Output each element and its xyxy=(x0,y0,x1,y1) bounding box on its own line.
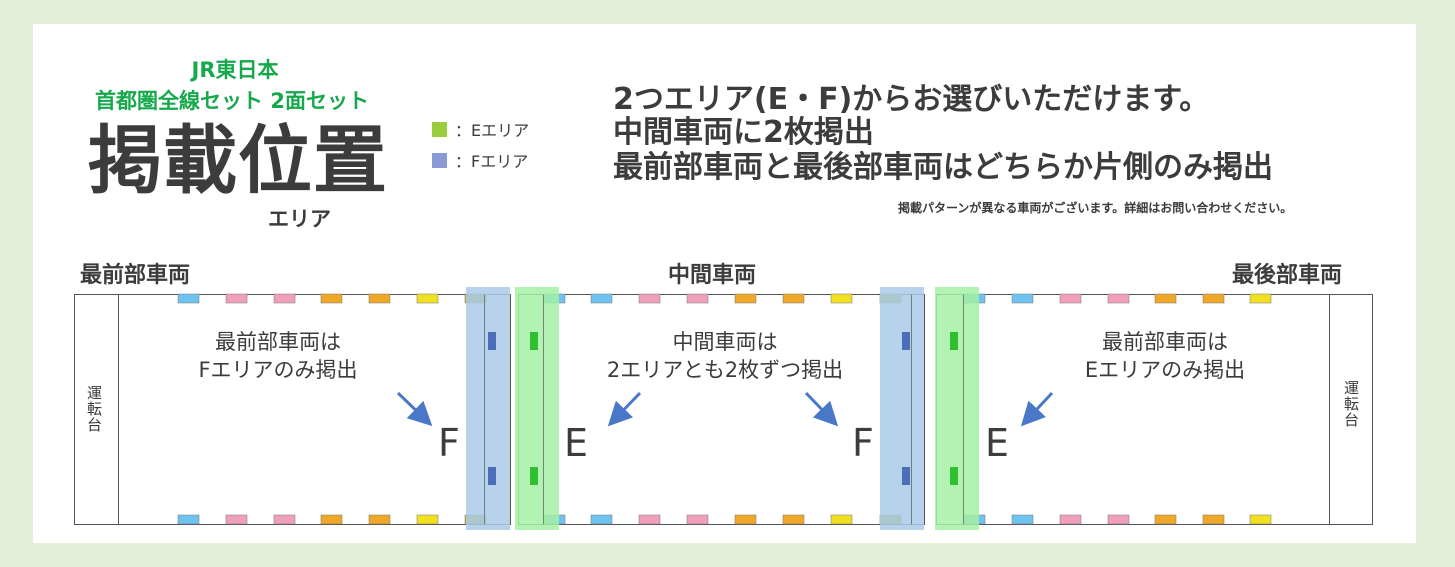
headline-1: 2つエリア(E・F)からお選びいただけます。 xyxy=(613,82,1210,117)
middle-window-top-6 xyxy=(830,293,853,304)
legend-f: ：Fエリア xyxy=(432,148,528,172)
e-area-middle xyxy=(515,287,559,530)
legend-e-swatch xyxy=(432,121,447,137)
rear-window-bottom-6 xyxy=(1249,514,1272,525)
rear-window-bottom-2 xyxy=(1059,514,1082,525)
rear-window-top-6 xyxy=(1249,293,1272,304)
f-marker-middle-top xyxy=(902,332,910,350)
middle-window-top-4 xyxy=(734,293,757,304)
legend-f-swatch xyxy=(432,152,447,168)
rear-text-1: 最前部車両は xyxy=(1102,330,1228,354)
front-window-bottom-1 xyxy=(225,514,248,525)
title-line2: 首都圏全線セット 2面セット xyxy=(95,89,369,113)
e-marker-middle-bottom xyxy=(530,467,538,485)
front-window-bottom-3 xyxy=(320,514,343,525)
page-title: 掲載位置 xyxy=(88,118,388,204)
front-window-bottom-0 xyxy=(177,514,200,525)
f-area-front xyxy=(466,287,510,530)
headline-note: 掲載パターンが異なる車両がございます。詳細はお問い合わせください。 xyxy=(898,201,1293,215)
headline-2: 中間車両に2枚掲出 xyxy=(613,115,874,150)
f-area-middle xyxy=(880,287,924,530)
rear-window-top-5 xyxy=(1202,293,1225,304)
rear-window-top-1 xyxy=(1011,293,1034,304)
front-window-top-4 xyxy=(368,293,391,304)
page-subtitle: エリア xyxy=(268,207,331,231)
middle-window-top-3 xyxy=(686,293,709,304)
content-panel xyxy=(33,24,1416,543)
rear-window-bottom-5 xyxy=(1202,514,1225,525)
arrow-middle-right xyxy=(804,391,839,427)
middle-area-letter-right: F xyxy=(852,421,874,465)
middle-window-bottom-3 xyxy=(686,514,709,525)
middle-window-bottom-6 xyxy=(830,514,853,525)
rear-window-top-2 xyxy=(1059,293,1082,304)
arrow-front xyxy=(396,391,433,427)
front-text-2: Fエリアのみ掲出 xyxy=(198,358,358,382)
legend-e-label: ：Eエリア xyxy=(455,121,530,140)
front-window-top-0 xyxy=(177,293,200,304)
middle-window-bottom-1 xyxy=(590,514,613,525)
middle-text-1: 中間車両は xyxy=(672,330,778,354)
car-label-rear: 最後部車両 xyxy=(1232,263,1343,288)
e-marker-middle-top xyxy=(530,332,538,350)
front-window-top-3 xyxy=(320,293,343,304)
e-marker-rear-top xyxy=(950,332,958,350)
car-label-middle: 中間車両 xyxy=(668,263,757,288)
arrow-rear xyxy=(1020,391,1054,427)
middle-window-bottom-5 xyxy=(782,514,805,525)
front-area-letter: F xyxy=(438,421,460,465)
front-window-top-1 xyxy=(225,293,248,304)
title-line1: JR東日本 xyxy=(191,58,279,82)
f-marker-middle-bottom xyxy=(902,467,910,485)
front-window-bottom-5 xyxy=(416,514,439,525)
headline-3: 最前部車両と最後部車両はどちらか片側のみ掲出 xyxy=(613,150,1273,185)
middle-window-bottom-2 xyxy=(638,514,661,525)
middle-area-letter-left: E xyxy=(564,421,589,465)
middle-text-2: 2エリアとも2枚ずつ掲出 xyxy=(606,358,844,382)
arrow-middle-left xyxy=(607,391,642,427)
middle-window-top-5 xyxy=(782,293,805,304)
f-marker-front-top xyxy=(488,332,496,350)
front-window-top-2 xyxy=(273,293,296,304)
front-text-1: 最前部車両は xyxy=(215,330,341,354)
legend-e: ：Eエリア xyxy=(432,117,529,141)
front-cab-label: 運転台 xyxy=(85,385,103,433)
front-window-bottom-2 xyxy=(273,514,296,525)
legend-f-label: ：Fエリア xyxy=(455,152,529,171)
rear-window-bottom-1 xyxy=(1011,514,1034,525)
middle-window-bottom-4 xyxy=(734,514,757,525)
rear-window-bottom-4 xyxy=(1154,514,1177,525)
e-area-rear xyxy=(935,287,979,530)
rear-window-top-3 xyxy=(1107,293,1130,304)
rear-cab-label: 運転台 xyxy=(1342,380,1360,428)
car-label-front: 最前部車両 xyxy=(80,263,191,288)
front-window-top-5 xyxy=(416,293,439,304)
rear-window-top-4 xyxy=(1154,293,1177,304)
e-marker-rear-bottom xyxy=(950,467,958,485)
rear-area-letter: E xyxy=(985,421,1010,465)
middle-window-top-2 xyxy=(638,293,661,304)
rear-window-bottom-3 xyxy=(1107,514,1130,525)
f-marker-front-bottom xyxy=(488,467,496,485)
rear-text-2: Eエリアのみ掲出 xyxy=(1084,358,1246,382)
middle-window-top-1 xyxy=(590,293,613,304)
front-window-bottom-4 xyxy=(368,514,391,525)
